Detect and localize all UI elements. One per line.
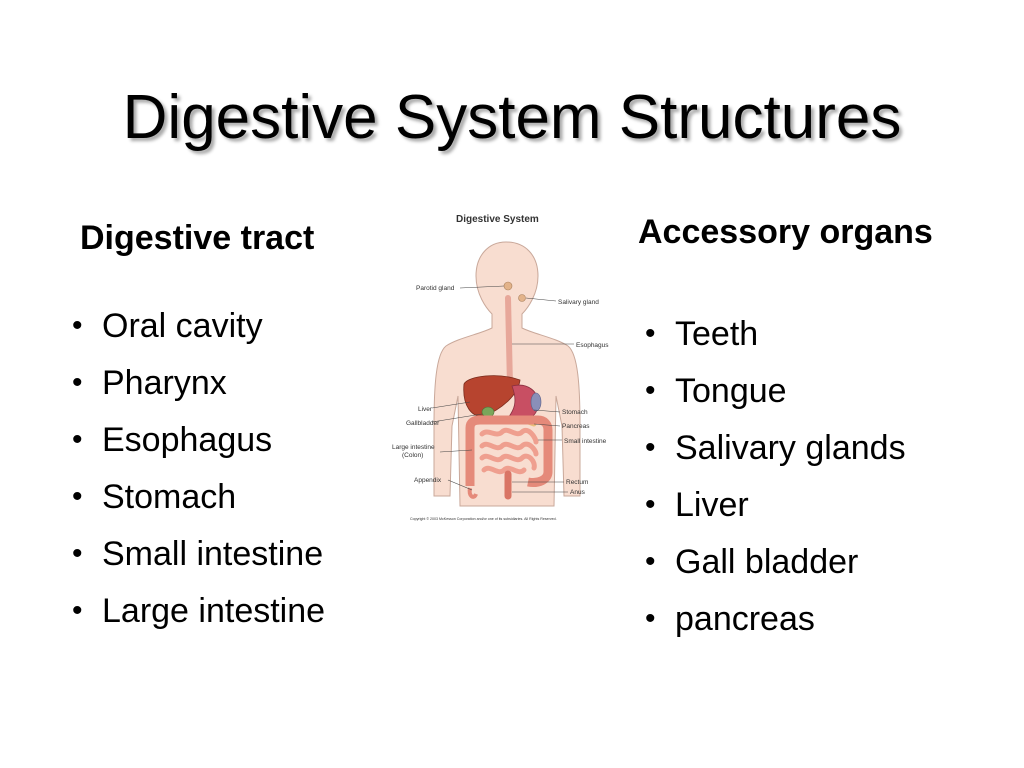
list-item: Liver bbox=[645, 481, 985, 529]
list-item: Esophagus bbox=[72, 416, 332, 464]
small-intestine-shape bbox=[479, 427, 539, 475]
list-item: Small intestine bbox=[72, 530, 332, 578]
label-pancreas: Pancreas bbox=[562, 423, 590, 430]
label-appendix: Appendix bbox=[414, 477, 442, 484]
list-item: pancreas bbox=[645, 595, 985, 643]
list-item: Stomach bbox=[72, 473, 332, 521]
label-stomach: Stomach bbox=[562, 409, 588, 416]
label-parotid-gland: Parotid gland bbox=[416, 285, 455, 292]
digestive-tract-heading: Digestive tract bbox=[80, 219, 315, 257]
diagram-copyright: Copyright © 2003 McKesson Corporation an… bbox=[410, 517, 557, 521]
list-item: Gall bladder bbox=[645, 538, 985, 586]
label-small-intestine: Small intestine bbox=[564, 438, 607, 445]
label-large-intestine: Large intestine bbox=[392, 444, 435, 451]
label-colon: (Colon) bbox=[402, 452, 423, 459]
leader-lines bbox=[431, 285, 574, 493]
digestive-tract-list: Oral cavity Pharynx Esophagus Stomach Sm… bbox=[72, 302, 332, 644]
large-intestine-shape bbox=[465, 415, 553, 487]
label-liver: Liver bbox=[418, 406, 433, 413]
salivary-gland-shape bbox=[518, 294, 526, 302]
spleen-shape bbox=[530, 392, 542, 412]
list-item: Tongue bbox=[645, 367, 985, 415]
parotid-gland-shape bbox=[503, 281, 513, 291]
liver-shape bbox=[463, 375, 521, 417]
diagram-title: Digestive System bbox=[456, 214, 539, 225]
list-item: Large intestine bbox=[72, 587, 332, 635]
esophagus-shape bbox=[505, 295, 513, 389]
list-item: Teeth bbox=[645, 310, 985, 358]
slide-title: Digestive System Structures bbox=[122, 83, 902, 152]
label-anus: Anus bbox=[570, 489, 586, 496]
accessory-organs-heading: Accessory organs bbox=[638, 213, 933, 251]
appendix-shape bbox=[467, 487, 478, 499]
list-item: Pharynx bbox=[72, 359, 332, 407]
list-item: Oral cavity bbox=[72, 302, 332, 350]
label-gallbladder: Gallbladder bbox=[406, 420, 440, 427]
label-salivary-gland: Salivary gland bbox=[558, 299, 599, 306]
digestive-system-diagram: Digestive System bbox=[392, 214, 609, 521]
label-rectum: Rectum bbox=[566, 479, 588, 486]
list-item: Salivary glands bbox=[645, 424, 985, 472]
label-esophagus: Esophagus bbox=[576, 342, 609, 349]
accessory-organs-list: Teeth Tongue Salivary glands Liver Gall … bbox=[645, 310, 985, 652]
